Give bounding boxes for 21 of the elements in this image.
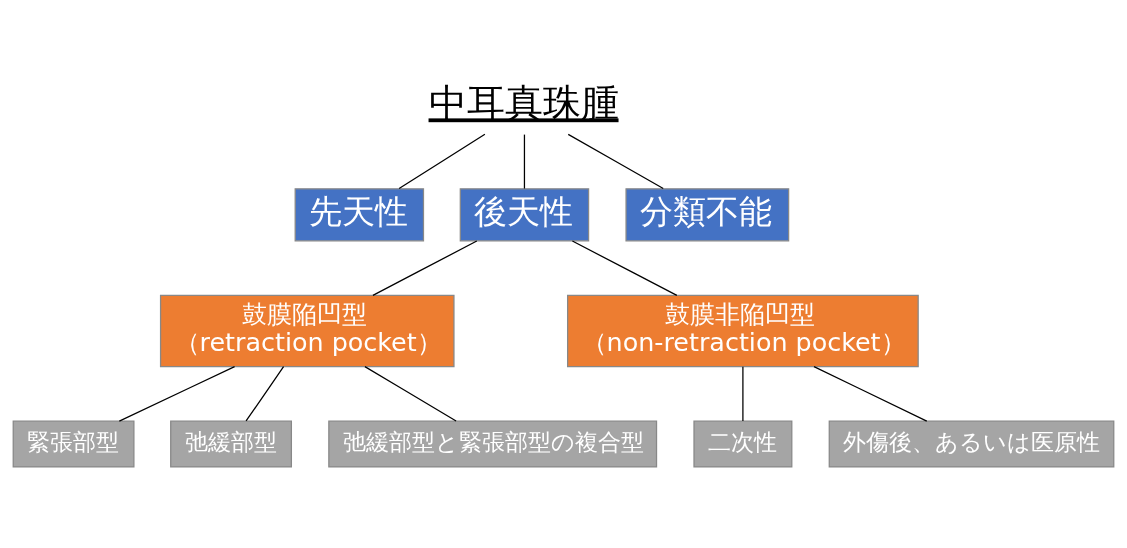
connector [364, 365, 457, 422]
node-box: 外傷後、あるいは医原性 [828, 420, 1115, 468]
node-box: 二次性 [693, 420, 793, 468]
connector [245, 365, 285, 422]
connector [372, 239, 478, 296]
connector [398, 133, 486, 189]
node-box: 鼓膜非陥凹型 （non-retraction pocket） [567, 294, 919, 367]
node-box: 弛緩部型 [170, 420, 292, 468]
connector [813, 365, 928, 422]
node-box: 分類不能 [625, 187, 790, 241]
node-box: 先天性 [294, 187, 425, 241]
connector [571, 239, 678, 296]
connector [567, 133, 664, 189]
node-box: 鼓膜陥凹型 （retraction pocket） [159, 294, 455, 367]
connector [118, 365, 236, 422]
connector [742, 365, 744, 422]
connector [523, 133, 526, 189]
node-box: 緊張部型 [12, 420, 135, 468]
node-text: 中耳真珠腫 [428, 80, 619, 125]
node-box: 後天性 [459, 187, 590, 241]
node-box: 弛緩部型と緊張部型の複合型 [328, 420, 658, 468]
